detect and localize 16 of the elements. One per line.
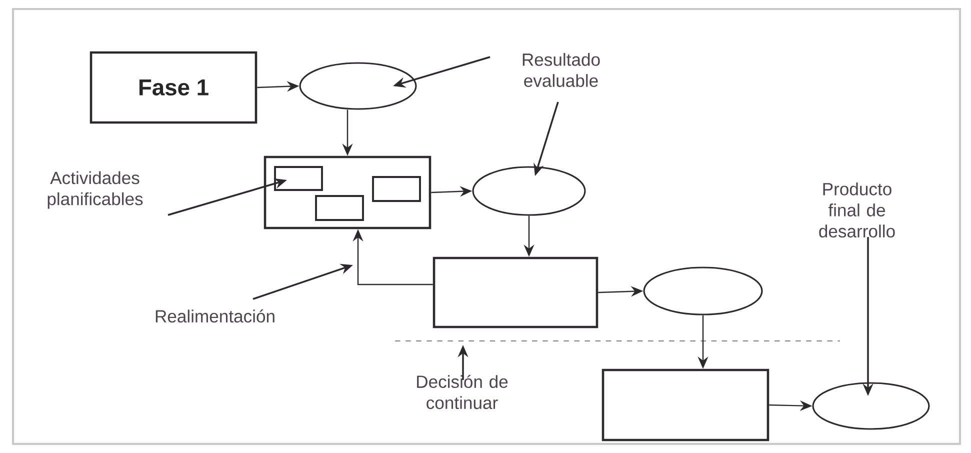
phase-box: Fase 1	[90, 51, 258, 124]
callout-label: Producto final de desarrollo	[819, 182, 895, 238]
stage-box	[602, 368, 770, 442]
result-ellipse	[643, 266, 763, 316]
stage-box	[264, 156, 432, 230]
callout-label: Realimentación	[156, 309, 274, 323]
callout-label: Decisión de continuar	[417, 374, 508, 410]
activity-box	[372, 176, 421, 202]
result-ellipse	[299, 62, 417, 110]
result-ellipse	[472, 166, 586, 216]
callout-label: Actividades planificables	[48, 171, 143, 209]
activity-box	[315, 195, 364, 221]
result-ellipse	[812, 382, 930, 430]
callout-label: Resultado evaluable	[522, 53, 600, 87]
activity-box	[274, 166, 323, 191]
stage-box	[432, 256, 598, 328]
